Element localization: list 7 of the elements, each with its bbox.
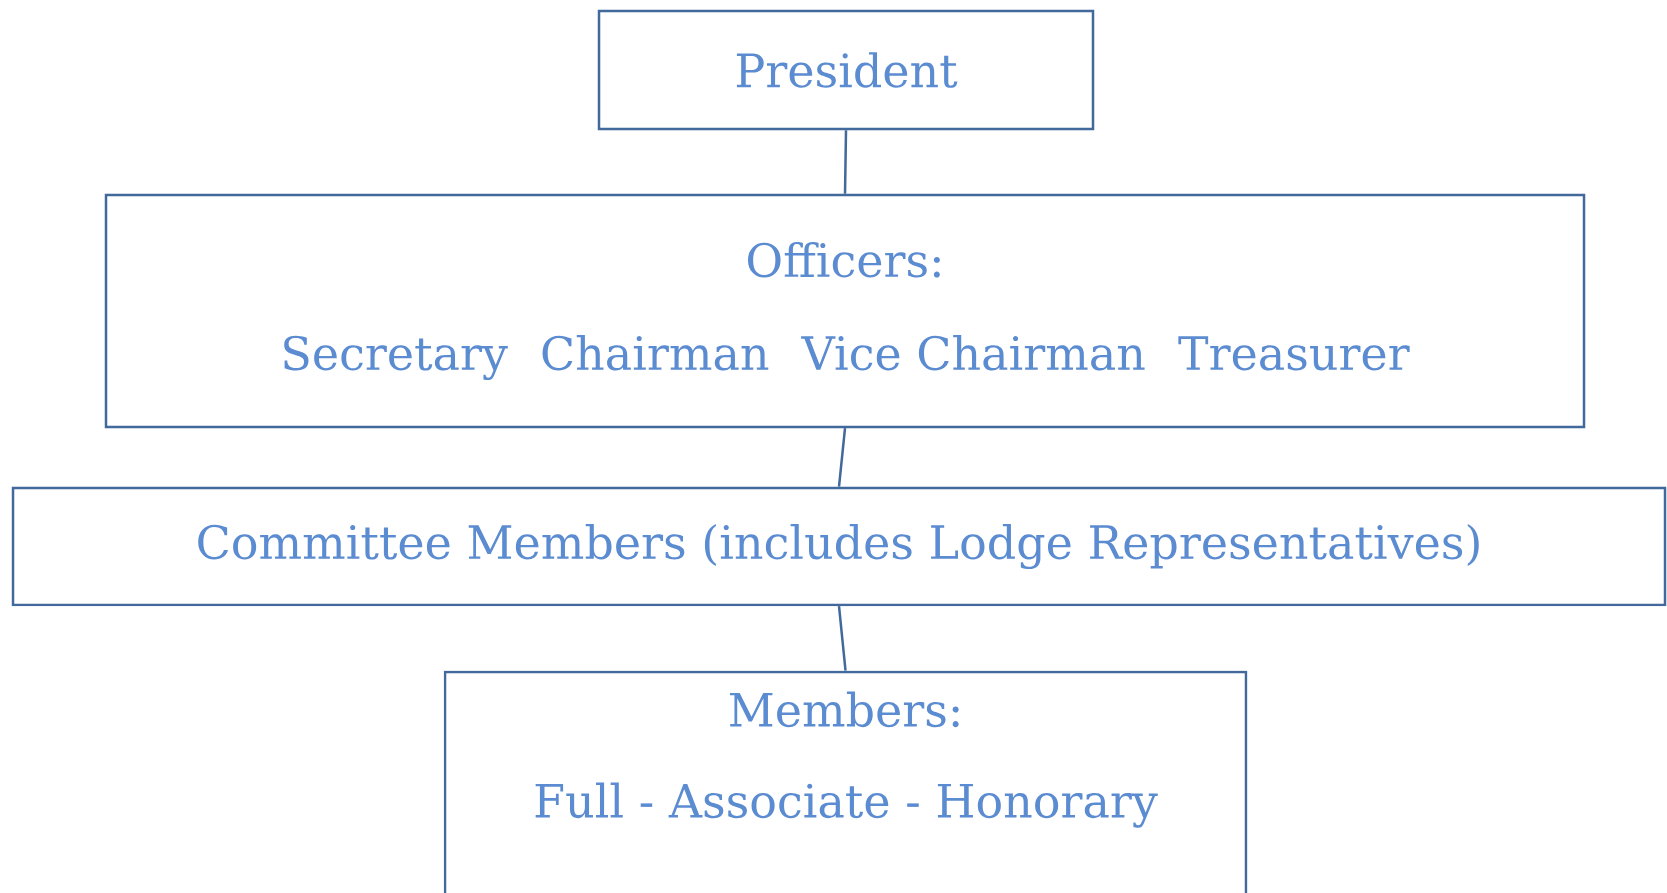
connector-line bbox=[837, 428, 847, 487]
role-box: President bbox=[597, 9, 1095, 131]
connector-line bbox=[843, 130, 848, 194]
connector-line bbox=[837, 606, 847, 671]
officers-box: Officers: Secretary Chairman Vice Chairman Treasurer bbox=[104, 193, 1586, 429]
members-box: Members: Full - Associate - Honorary bbox=[443, 670, 1248, 893]
committee-box: Committee Members (includes Lodge Representatives) bbox=[11, 486, 1667, 607]
